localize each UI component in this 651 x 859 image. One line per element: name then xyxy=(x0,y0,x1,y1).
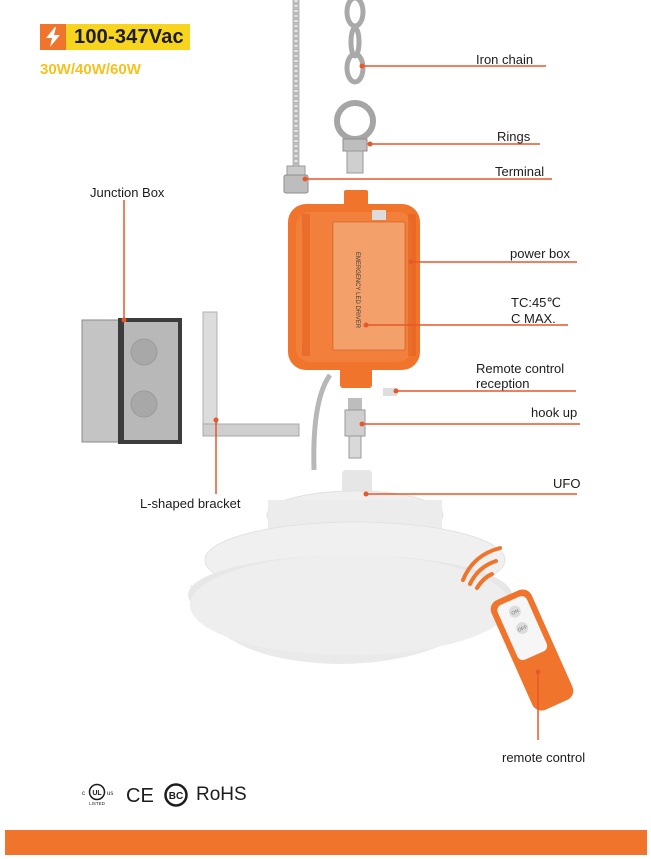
svg-text:BC: BC xyxy=(169,791,183,802)
bc-mark-icon: BC xyxy=(164,783,188,807)
ufo-high-bay xyxy=(188,470,512,664)
terminal-fitting xyxy=(283,165,309,194)
iron-chain xyxy=(344,0,366,85)
l-shaped-bracket xyxy=(202,311,300,437)
ce-mark-icon: CE xyxy=(126,785,154,807)
voltage-label: 100-347Vac xyxy=(66,24,190,50)
remote-on-button-label: ON xyxy=(511,608,521,617)
label-ufo: UFO xyxy=(553,476,581,491)
svg-text:us: us xyxy=(107,791,113,797)
svg-text:UL: UL xyxy=(92,790,102,797)
flex-cable xyxy=(311,373,333,471)
remote-control-device xyxy=(490,589,574,711)
svg-text:LISTED: LISTED xyxy=(89,801,106,806)
leader-lines xyxy=(123,65,580,740)
leader-dots xyxy=(121,63,541,675)
label-remote-reception-2: reception xyxy=(476,376,530,391)
label-hook-up: hook up xyxy=(531,405,578,420)
label-tc-temp: TC:45℃ xyxy=(511,295,562,310)
label-junction-box: Junction Box xyxy=(90,185,165,200)
hook-up-connector xyxy=(344,398,366,459)
svg-text:c: c xyxy=(82,791,85,797)
label-power-box: power box xyxy=(510,246,570,261)
label-remote-reception-1: Remote control xyxy=(476,361,565,376)
driver-label: EMERGENCY LED DRIVER xyxy=(354,252,360,329)
lightning-bolt-icon xyxy=(40,24,66,50)
label-terminal: Terminal xyxy=(495,164,545,179)
label-rings: Rings xyxy=(497,129,531,144)
power-box xyxy=(288,190,420,396)
wattage-label: 30W/40W/60W xyxy=(40,61,141,78)
label-l-bracket: L-shaped bracket xyxy=(140,496,241,511)
signal-waves-icon xyxy=(461,546,502,590)
footer-bar xyxy=(5,830,647,855)
label-iron-chain: Iron chain xyxy=(476,52,534,67)
junction-box xyxy=(81,318,182,444)
certification-logos: c UL us LISTED CE BC RoHS xyxy=(82,782,247,808)
svg-text:CE: CE xyxy=(126,785,154,807)
ul-listed-icon: c UL us LISTED xyxy=(82,783,113,806)
eye-bolt-ring xyxy=(334,100,376,174)
label-tc-max: C MAX. xyxy=(511,311,556,326)
voltage-badge: 100-347Vac xyxy=(40,24,190,50)
remote-off-button-label: OFF xyxy=(517,624,529,634)
label-remote-control: remote control xyxy=(502,750,586,765)
rohs-mark: RoHS xyxy=(196,784,247,805)
